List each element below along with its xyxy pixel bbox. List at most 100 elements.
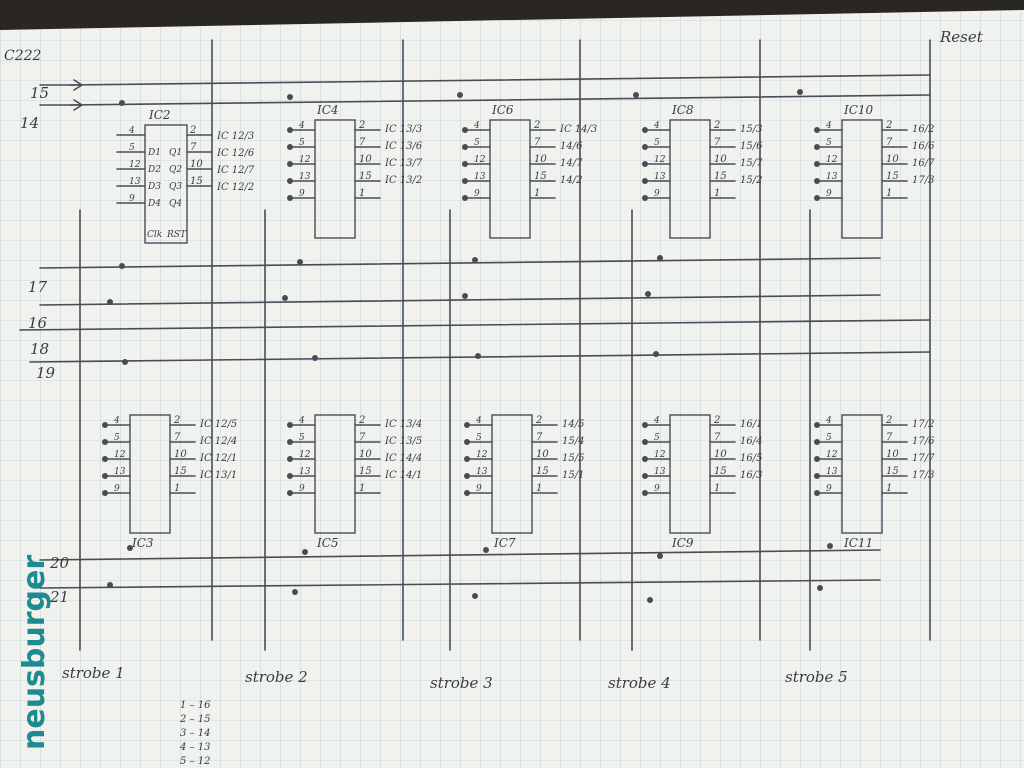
pin-number-right: 1	[359, 188, 365, 199]
pin-number-right: 1	[536, 483, 542, 494]
bus-line-21	[39, 579, 881, 589]
input-label-16: 16	[28, 314, 48, 332]
ic-body	[144, 124, 188, 244]
pin-number-right: 7	[714, 432, 721, 443]
output-label: IC 12/5	[199, 419, 237, 430]
pin-number-right: 2	[885, 120, 892, 131]
pin-number-right: 15	[886, 466, 899, 477]
pin-map-row: 5 – 12	[180, 756, 210, 767]
output-label: 15/4	[562, 436, 584, 447]
pin-map-row: 3 – 14	[180, 728, 210, 739]
output-label: 15/6	[740, 141, 763, 152]
pin-number-left: 4	[825, 121, 832, 131]
output-label: IC 14/4	[384, 453, 422, 464]
output-label: IC 12/3	[216, 131, 254, 142]
latch-input-label: D1	[147, 148, 161, 158]
pin-number-left: 9	[826, 484, 832, 494]
pin-map-row: 4 – 13	[179, 742, 210, 753]
latch-input-label: D4	[147, 199, 161, 209]
strobe-label-2: strobe 2	[245, 668, 308, 686]
output-label: IC 13/4	[384, 419, 422, 430]
ic-body	[314, 119, 356, 239]
output-label: IC 14/1	[384, 470, 422, 481]
output-label: IC 12/4	[199, 436, 237, 447]
pin-number-left: 12	[476, 450, 488, 460]
pin-number-left: 5	[299, 138, 305, 148]
junction-dot	[119, 100, 125, 106]
output-label: IC 12/1	[199, 453, 237, 464]
pin-number-left: 5	[654, 433, 660, 443]
output-label: 16/5	[740, 453, 762, 464]
pin-number-right: 15	[359, 171, 372, 182]
pin-number-left: 9	[654, 484, 660, 494]
junction-dot	[292, 589, 298, 595]
input-label-19: 19	[36, 364, 56, 382]
junction-dot	[297, 259, 303, 265]
pin-number-right: 15	[534, 171, 547, 182]
latch-output-label: Q1	[169, 148, 182, 158]
pin-number-right: 15	[714, 466, 727, 477]
pin-number-right: 10	[359, 154, 372, 165]
pin-number-left: 12	[654, 450, 666, 460]
pin-number-right: 7	[359, 137, 366, 148]
pin-number-left: 5	[114, 433, 120, 443]
output-label: IC 13/2	[384, 175, 422, 186]
strobe-label-4: strobe 4	[608, 674, 671, 692]
output-label: 16/2	[912, 124, 934, 135]
wiring	[19, 39, 931, 651]
junction-dot	[472, 257, 478, 263]
latch-output-label: Q2	[169, 165, 182, 175]
ic-name-label: IC4	[316, 103, 339, 117]
ic-body	[669, 414, 711, 534]
output-label: 15/7	[740, 158, 763, 169]
pin-number-left: 4	[475, 416, 482, 426]
pin-number-right: 2	[713, 415, 720, 426]
pin-number-left: 13	[474, 172, 486, 182]
ic-name-label: IC8	[671, 103, 694, 117]
pin-number-right: 10	[714, 154, 727, 165]
latch-output-label: Q4	[169, 199, 182, 209]
junction-dot	[475, 353, 481, 359]
junction-dot	[107, 299, 113, 305]
junction-dot	[633, 92, 639, 98]
pin-number-left: 4	[653, 416, 660, 426]
pin-number-left: 9	[476, 484, 482, 494]
junction-dot	[472, 593, 478, 599]
output-label: 14/6	[560, 141, 583, 152]
pin-number-left: 4	[653, 121, 660, 131]
junction-dot	[647, 597, 653, 603]
pin-number-right: 1	[714, 483, 720, 494]
output-label: 17/7	[912, 453, 935, 464]
bus-line-17	[39, 257, 881, 269]
pin-number-right: 10	[534, 154, 547, 165]
output-label: 14/2	[560, 175, 582, 186]
junction-dot	[645, 291, 651, 297]
pin-number-left: 12	[299, 450, 311, 460]
junction-dot	[287, 94, 293, 100]
output-label: IC 13/3	[384, 124, 422, 135]
pin-number-right: 15	[174, 466, 187, 477]
input-label-17: 17	[28, 278, 48, 296]
output-label: IC 12/6	[216, 148, 255, 159]
pin-number-right: 1	[886, 483, 892, 494]
pin-number-right: 7	[536, 432, 543, 443]
reset-label: Reset	[939, 28, 984, 46]
junction-dot	[457, 92, 463, 98]
ic-name-label: IC9	[671, 536, 694, 550]
pin-number-left: 12	[299, 155, 311, 165]
pin-number-left: 4	[298, 416, 305, 426]
junction-dot	[657, 255, 663, 261]
output-label: 17/3	[912, 470, 934, 481]
pin-number-left: 5	[129, 143, 135, 153]
pin-number-left: 4	[128, 126, 135, 136]
pin-number-left: 13	[654, 467, 666, 477]
sheet-ref: C222	[4, 48, 42, 64]
pin-number-right: 1	[534, 188, 540, 199]
ic-body	[841, 414, 883, 534]
bus-line-ground-top	[39, 294, 881, 306]
output-label: 16/4	[740, 436, 762, 447]
output-label: 17/6	[912, 436, 935, 447]
pin-number-right: 7	[359, 432, 366, 443]
junction-dot	[462, 293, 468, 299]
